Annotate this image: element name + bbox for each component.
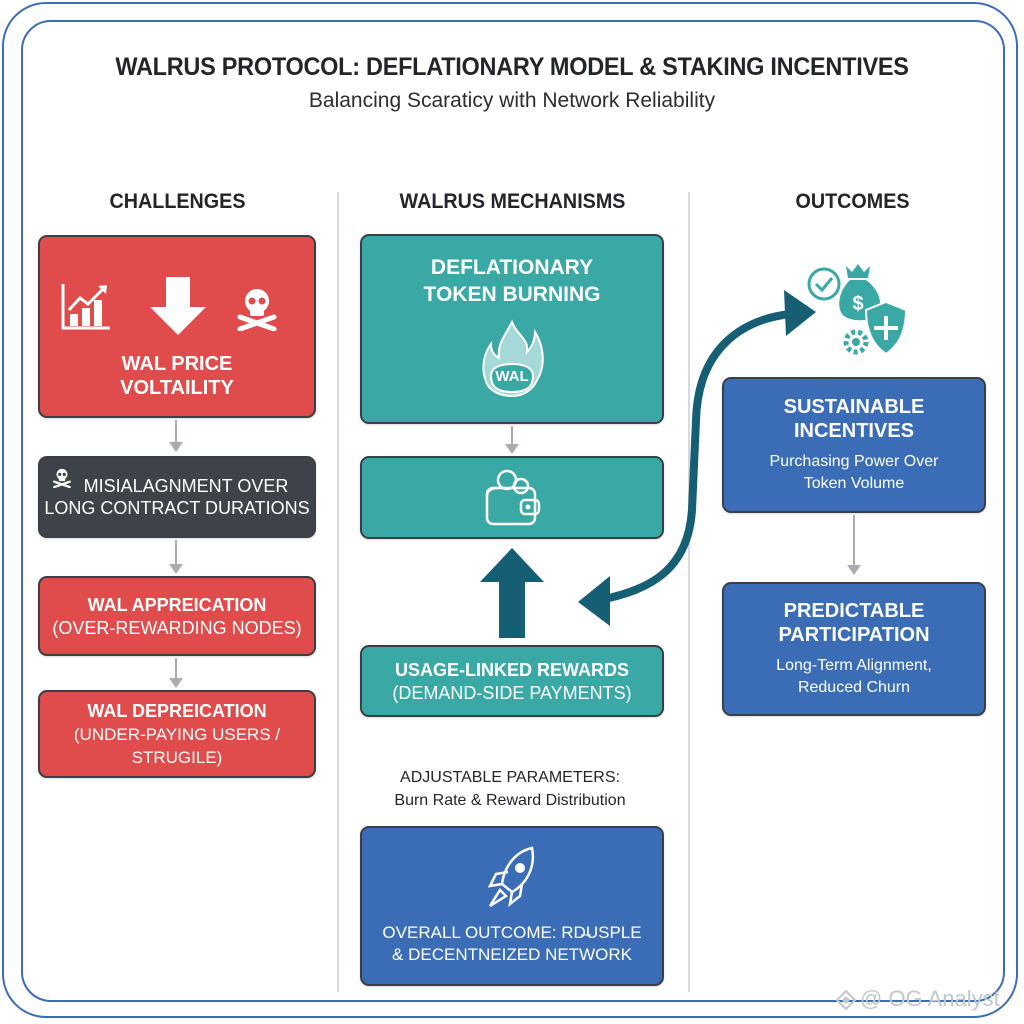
box-subtitle: (DEMAND-SIDE PAYMENTS)	[392, 683, 632, 703]
adjustable-parameters: ADJUSTABLE PARAMETERS: Burn Rate & Rewar…	[340, 766, 680, 812]
box-title-line: VOLTAILITY	[120, 377, 234, 399]
parameters-label: ADJUSTABLE PARAMETERS:	[400, 769, 620, 786]
watermark-text: @ OG Analyst	[860, 986, 1000, 1011]
box-title-line: TOKEN BURNING	[423, 283, 601, 306]
box-text-line: MISIALAGNMENT OVER	[83, 476, 289, 496]
box-text-line: LONG CONTRACT DURATIONS	[44, 498, 310, 518]
skull-crossbones-icon	[52, 468, 72, 488]
flow-arrow	[847, 515, 861, 575]
diamond-logo-icon	[836, 990, 856, 1011]
box-subtitle: (OVER-REWARDING NODES)	[52, 618, 302, 638]
box-title-line: SUSTAINABLE	[783, 396, 925, 418]
overall-outcome-line: OVERALL OUTCOME: RD̶USPLE	[382, 923, 642, 942]
flame-icon: WAL	[477, 318, 547, 400]
skull-crossbones-icon	[236, 287, 278, 331]
outcomes-heading: OUTCOMES	[795, 190, 910, 213]
usage-rewards-box: USAGE-LINKED REWARDS (DEMAND-SIDE PAYMEN…	[360, 645, 664, 717]
mechanisms-heading: WALRUS MECHANISMS	[399, 190, 626, 213]
overall-outcome-line: & DECENTNEIZED NETWORK	[392, 945, 632, 964]
rocket-icon	[484, 846, 540, 912]
box-desc-line: Reduced Churn	[797, 679, 911, 696]
overall-outcome-box: OVERALL OUTCOME: RD̶USPLE & DECENTNEIZED…	[360, 826, 664, 986]
box-desc-line: Long-Term Alignment,	[776, 657, 932, 674]
wallet-coins-icon	[481, 468, 543, 528]
column-divider	[337, 192, 339, 992]
box-subtitle: STRUGILE)	[131, 747, 223, 767]
page-subtitle: Balancing Scaraticy with Network Reliabi…	[308, 89, 716, 112]
box-title-line: WAL PRICE	[121, 353, 233, 375]
box-title-line: INCENTIVES	[793, 420, 915, 442]
flame-icon-label: WAL	[495, 368, 529, 385]
up-arrow-icon	[480, 548, 544, 638]
box-subtitle: (UNDER-PAYING USERS /	[73, 724, 281, 744]
flow-arrow	[169, 540, 183, 574]
money-shield-check-gear-icon: $	[800, 262, 910, 362]
column-divider	[688, 192, 690, 992]
svg-text:$: $	[852, 293, 863, 315]
growth-chart-icon	[60, 282, 112, 332]
box-title: WAL DEPREICATION	[87, 700, 267, 721]
parameters-value: Burn Rate & Reward Distribution	[394, 792, 626, 809]
box-title: WAL APPREICATION	[87, 595, 267, 615]
token-burning-box: DEFLATIONARY TOKEN BURNING WAL	[360, 234, 664, 424]
page-title: WALRUS PROTOCOL: DEFLATIONARY MODEL & ST…	[115, 53, 909, 81]
box-title-line: PREDICTABLE	[783, 600, 925, 622]
flow-arrow	[505, 426, 519, 454]
depreciation-box: WAL DEPREICATION (UNDER-PAYING USERS / S…	[38, 690, 316, 778]
watermark: @ OG Analyst	[836, 986, 1000, 1012]
predictable-participation-box: PREDICTABLE PARTICIPATION Long-Term Alig…	[722, 582, 986, 716]
price-volatility-box: WAL PRICE VOLTAILITY	[38, 235, 316, 418]
flow-arrow	[169, 420, 183, 452]
misalignment-box: MISIALAGNMENT OVER LONG CONTRACT DURATIO…	[38, 456, 316, 538]
wallet-box	[360, 456, 664, 539]
box-title-line: PARTICIPATION	[778, 624, 930, 646]
challenges-heading: CHALLENGES	[109, 190, 246, 213]
appreciation-box: WAL APPREICATION (OVER-REWARDING NODES)	[38, 576, 316, 656]
box-desc-line: Token Volume	[803, 475, 905, 492]
box-desc-line: Purchasing Power Over	[769, 453, 939, 470]
box-title: USAGE-LINKED REWARDS	[394, 660, 629, 680]
inner-frame	[21, 20, 1005, 1002]
down-arrow-icon	[150, 277, 206, 335]
sustainable-incentives-box: SUSTAINABLE INCENTIVES Purchasing Power …	[722, 377, 986, 513]
flow-arrow	[169, 658, 183, 688]
box-title-line: DEFLATIONARY	[430, 256, 594, 279]
curved-connector-arrow	[570, 290, 830, 630]
